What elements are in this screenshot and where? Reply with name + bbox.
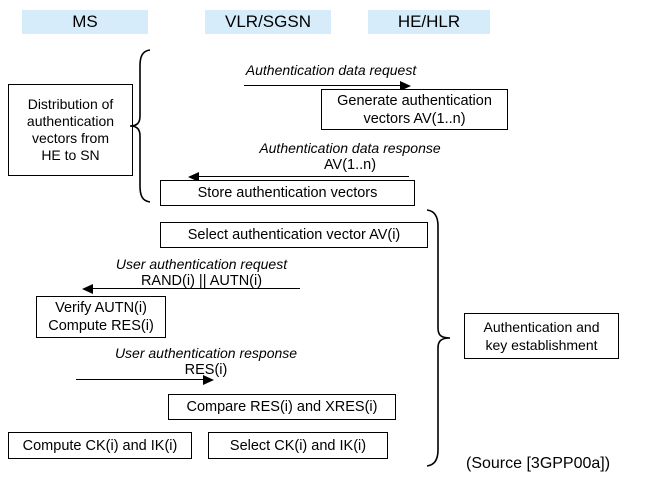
message-arrow-auth-data-request [244, 85, 403, 86]
phase-label-distribution: Distribution of authentication vectors f… [8, 84, 133, 176]
lane-header-he-hlr: HE/HLR [368, 10, 490, 34]
lane-header-ms: MS [22, 10, 148, 34]
phase-label-auth-key-establishment: Authentication and key establishment [464, 313, 619, 359]
box-compare-res: Compare RES(i) and XRES(i) [168, 394, 396, 420]
message-label-auth-data-response: Authentication data response [259, 140, 441, 156]
message-arrow-auth-data-response [199, 176, 409, 177]
brace-auth-key-establishment [423, 208, 455, 468]
box-compute-keys: Compute CK(i) and IK(i) [8, 432, 192, 459]
message-arrowhead-user-auth-response [203, 375, 214, 385]
message-arrowhead-user-auth-request [82, 284, 93, 294]
message-sublabel-auth-data-response: AV(1..n) [323, 157, 377, 173]
message-sublabel-user-auth-response: RES(i) [184, 362, 228, 378]
box-generate-av: Generate authentication vectors AV(1..n) [321, 89, 508, 130]
message-label-auth-data-request: Authentication data request [245, 62, 417, 78]
message-label-user-auth-request: User authentication request [115, 256, 288, 272]
box-verify-autn: Verify AUTN(i) Compute RES(i) [36, 296, 166, 338]
message-arrowhead-auth-data-request [400, 81, 411, 91]
source-note: (Source [3GPP00a]) [466, 455, 611, 472]
message-sublabel-user-auth-request: RAND(i) || AUTN(i) [140, 273, 263, 289]
lane-header-vlr-sgsn: VLR/SGSN [205, 10, 331, 34]
box-store-av: Store authentication vectors [160, 180, 415, 206]
brace-distribution [126, 48, 154, 204]
box-select-keys: Select CK(i) and IK(i) [208, 432, 388, 459]
box-select-av: Select authentication vector AV(i) [160, 222, 428, 248]
message-arrow-user-auth-request [93, 288, 300, 289]
message-label-user-auth-response: User authentication response [114, 345, 298, 361]
message-arrowhead-auth-data-response [188, 172, 199, 182]
message-arrow-user-auth-response [76, 379, 206, 380]
